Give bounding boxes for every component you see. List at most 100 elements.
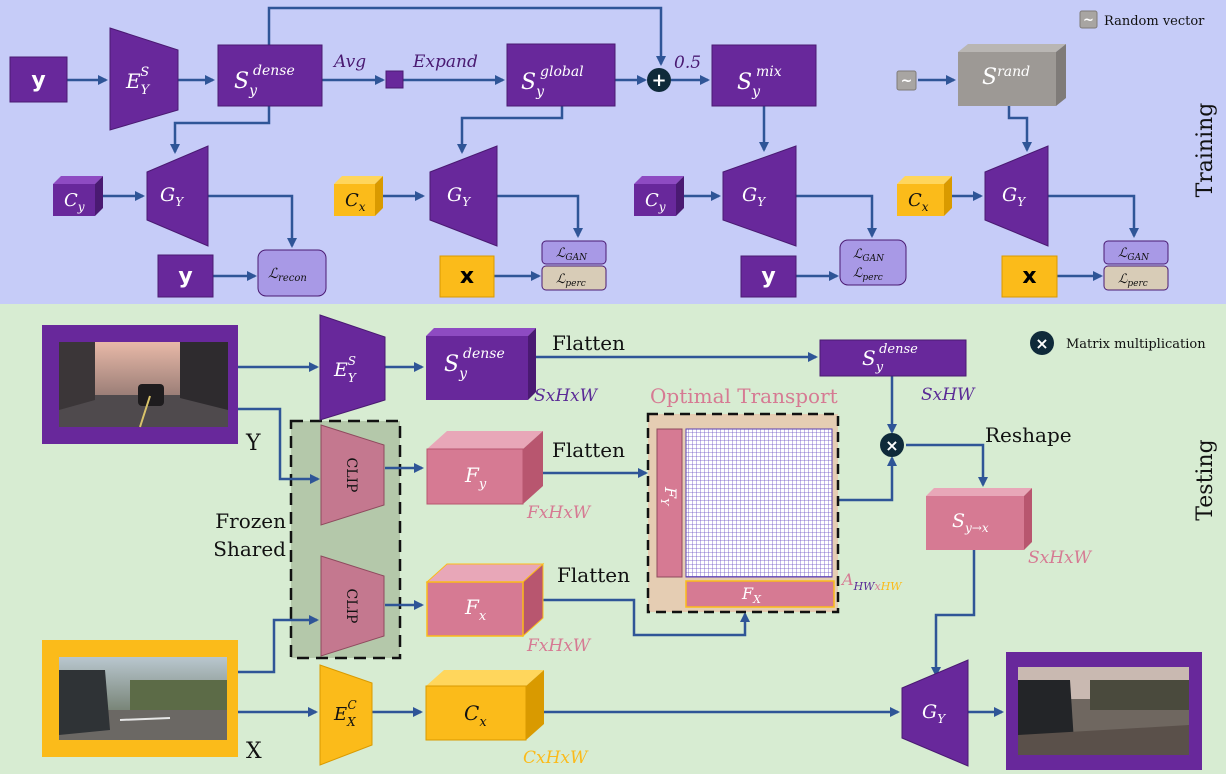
svg-text:GY: GY xyxy=(1002,184,1026,209)
flatten-label-1: Flatten xyxy=(552,331,625,355)
svg-text:FX: FX xyxy=(741,584,762,606)
target-image-x xyxy=(42,640,238,757)
svg-text:x: x xyxy=(1022,264,1036,289)
training-y-target-2 xyxy=(740,255,797,298)
svg-text:EYS: EYS xyxy=(333,354,357,385)
affinity-matrix xyxy=(685,428,833,578)
svg-text:~: ~ xyxy=(1083,13,1094,28)
svg-text:Syglobal: Syglobal xyxy=(521,64,584,100)
loss-recon xyxy=(257,249,327,297)
mix-weight: 0.5 xyxy=(674,53,701,73)
fy-bar xyxy=(656,428,683,578)
svg-text:ℒperc: ℒperc xyxy=(1118,272,1148,289)
dim-sxhw: SxHW xyxy=(921,385,976,405)
svg-text:×: × xyxy=(885,436,898,455)
y-domain-label: Y xyxy=(245,431,261,456)
svg-text:ℒGAN: ℒGAN xyxy=(556,246,588,263)
loss-gan-perc-2: ℒGAN ℒperc xyxy=(839,239,907,286)
dim-sxhxw-2: SxHxW xyxy=(1028,548,1093,568)
svg-text:CLIP: CLIP xyxy=(343,458,359,493)
affinity-label: AHWxHW xyxy=(840,570,903,593)
training-random-vector xyxy=(896,70,917,91)
feature-fx: Fx xyxy=(425,562,545,638)
svg-text:y: y xyxy=(31,68,45,93)
training-arrows xyxy=(67,6,1139,281)
svg-text:Cx: Cx xyxy=(464,701,487,730)
testing-s-dense: Sydense xyxy=(426,328,536,400)
svg-text:Sydense: Sydense xyxy=(444,346,505,382)
svg-text:Cy: Cy xyxy=(645,190,666,214)
training-content-cy-1: Cy xyxy=(53,176,103,216)
source-image-y xyxy=(42,325,238,444)
svg-text:CLIP: CLIP xyxy=(343,589,359,624)
svg-text:Cx: Cx xyxy=(908,190,929,214)
clip-encoder-x xyxy=(320,555,385,657)
svg-text:GY: GY xyxy=(742,184,766,209)
dim-sxhxw: SxHxW xyxy=(534,386,599,406)
testing-generator xyxy=(901,659,969,767)
flatten-label-3: Flatten xyxy=(557,563,630,587)
random-vector-icon xyxy=(1079,10,1098,29)
training-x-target-1 xyxy=(439,255,495,298)
dim-fxhxw-1: FxHxW xyxy=(526,503,592,523)
svg-text:Cx: Cx xyxy=(345,190,366,214)
training-generator-4 xyxy=(984,145,1049,247)
training-encoder-label: EYS xyxy=(125,65,151,98)
training-style-encoder xyxy=(109,27,179,131)
svg-text:y: y xyxy=(761,264,775,289)
svg-text:ℒperc: ℒperc xyxy=(853,266,883,283)
svg-text:GY: GY xyxy=(447,184,471,209)
testing-section-label: Testing xyxy=(1193,439,1218,520)
svg-text:x: x xyxy=(460,264,474,289)
s-y-to-x: Sy→x xyxy=(926,488,1032,550)
training-content-cx-2: Cx xyxy=(897,176,952,216)
loss-gan-perc-3: ℒGAN ℒperc xyxy=(1103,240,1169,291)
testing-content-cx: Cx xyxy=(425,670,544,741)
feature-fy: Fy xyxy=(426,431,543,505)
training-s-mix xyxy=(711,44,817,107)
matmul-node xyxy=(880,433,904,457)
flatten-label-2: Flatten xyxy=(552,438,625,462)
svg-text:Sy→x: Sy→x xyxy=(952,510,989,535)
training-generator-2 xyxy=(429,145,498,247)
training-s-dense xyxy=(217,44,323,107)
training-section-label: Training xyxy=(1193,103,1218,198)
training-generator-3 xyxy=(722,145,797,247)
random-vector-label: Random vector xyxy=(1104,14,1205,29)
svg-text:Srand: Srand xyxy=(982,64,1030,90)
training-s-rand: Srand xyxy=(958,44,1066,106)
svg-text:Cy: Cy xyxy=(64,190,85,214)
svg-text:Fx: Fx xyxy=(464,595,487,624)
testing-style-encoder xyxy=(319,314,386,421)
content-encoder-x xyxy=(319,664,373,766)
svg-text:×: × xyxy=(1035,334,1048,353)
svg-text:Symix: Symix xyxy=(737,64,782,100)
svg-text:EXC: EXC xyxy=(333,698,357,729)
training-content-cy-2: Cy xyxy=(634,176,684,216)
matmul-icon xyxy=(1030,331,1054,355)
svg-text:GY: GY xyxy=(922,701,946,726)
dim-cxhxw: CxHxW xyxy=(523,748,589,768)
car-silhouette xyxy=(138,384,164,406)
testing-s-dense-flat xyxy=(819,339,967,377)
reshape-label: Reshape xyxy=(985,423,1072,447)
svg-text:+: + xyxy=(651,70,666,91)
svg-text:~: ~ xyxy=(901,73,913,89)
svg-text:ℒGAN: ℒGAN xyxy=(853,247,885,264)
svg-text:ℒperc: ℒperc xyxy=(556,272,586,289)
loss-gan-perc-1: ℒGAN ℒperc xyxy=(541,240,607,291)
svg-text:Sydense: Sydense xyxy=(862,342,918,375)
legend-random-vector: ~ Random vector xyxy=(1079,10,1205,29)
avg-label: Avg xyxy=(332,52,366,72)
x-domain-label: X xyxy=(246,739,262,764)
svg-text:FY: FY xyxy=(658,486,680,507)
training-y-input xyxy=(9,56,68,103)
training-x-target-2 xyxy=(1001,255,1058,298)
matmul-label: Matrix multiplication xyxy=(1066,337,1206,352)
svg-text:y: y xyxy=(178,264,192,289)
svg-text:Fy: Fy xyxy=(464,463,487,492)
optimal-transport-label: Optimal Transport xyxy=(650,384,838,408)
svg-text:GY: GY xyxy=(160,184,184,209)
testing-arrows xyxy=(234,352,1004,717)
